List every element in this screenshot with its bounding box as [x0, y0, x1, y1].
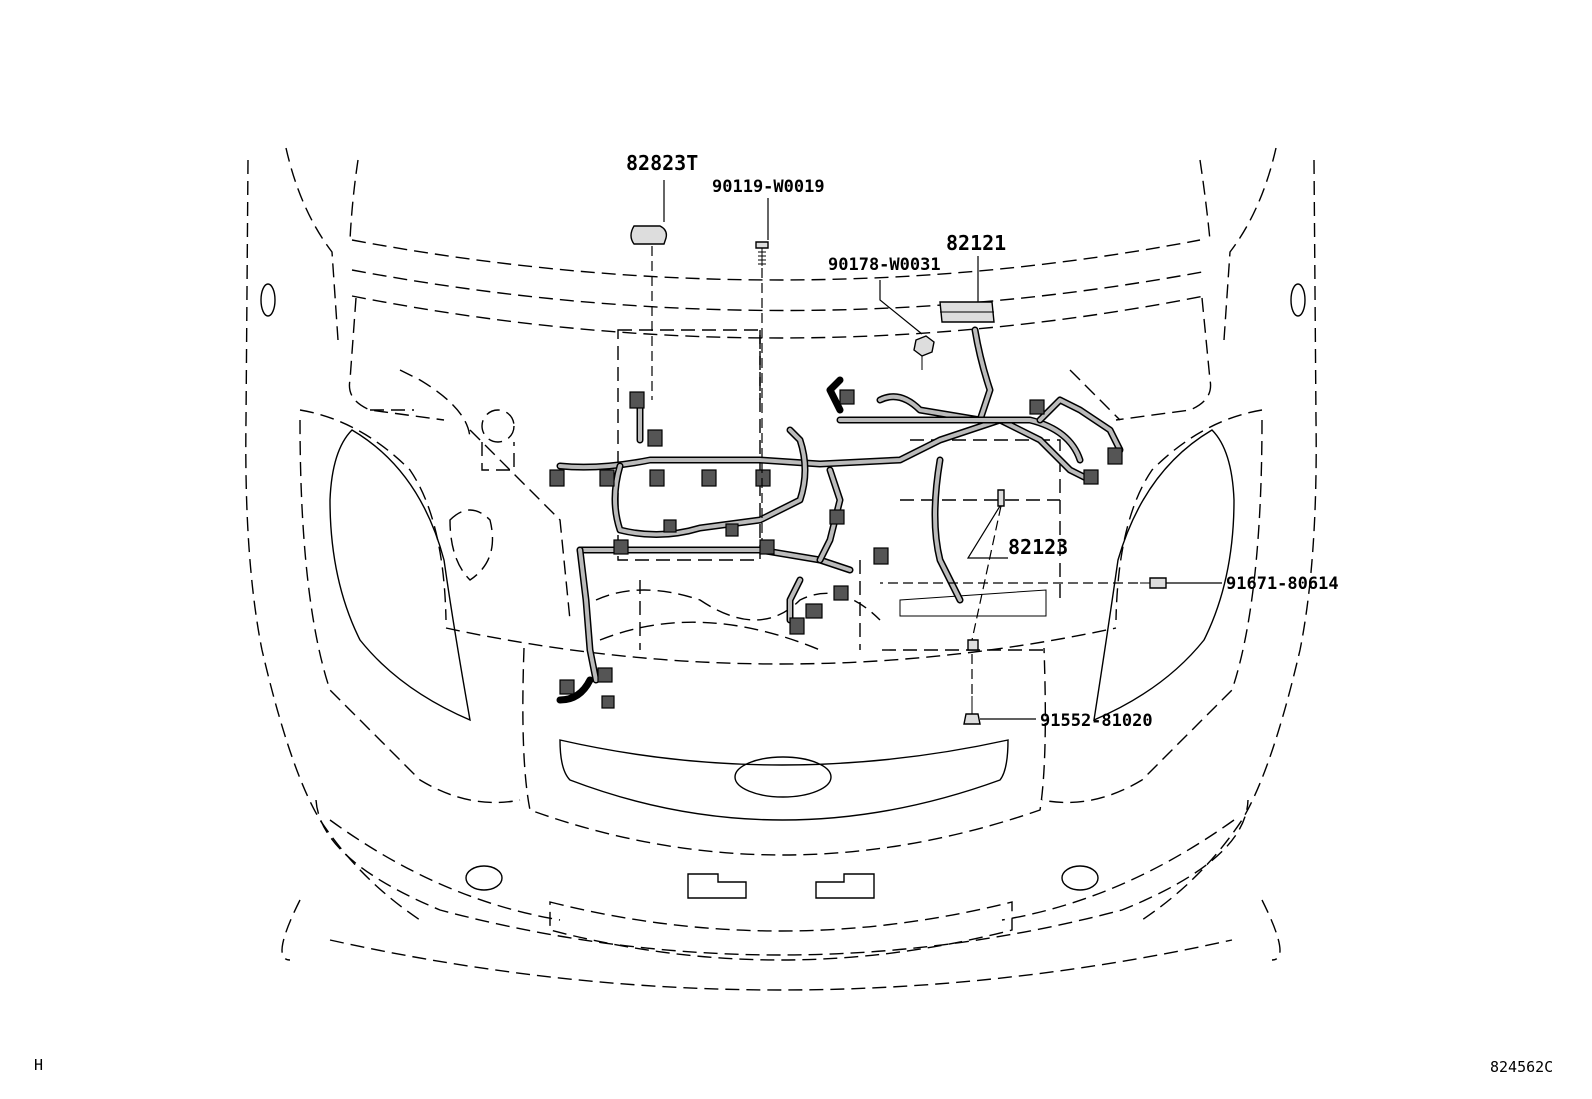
part-91552-bolt[interactable]: [963, 648, 981, 725]
part-90119-bolt[interactable]: [755, 241, 769, 540]
car-body-outline: [245, 147, 1317, 991]
corner-code-left: H: [34, 1056, 43, 1074]
part-ground-stud: [967, 639, 979, 651]
label-82123[interactable]: 82123: [1008, 535, 1068, 559]
label-90178-W0031[interactable]: 90178-W0031: [828, 255, 941, 275]
engine-bay: [370, 329, 1121, 651]
part-91671-bolt[interactable]: [880, 577, 1167, 589]
part-82121-relay-block[interactable]: [939, 301, 995, 323]
engine-wire-harness: [549, 326, 1124, 709]
label-82121[interactable]: 82121: [946, 231, 1006, 255]
label-91671-80614[interactable]: 91671-80614: [1226, 574, 1339, 594]
part-90178-nut[interactable]: [913, 335, 935, 370]
label-82823T[interactable]: 82823T: [626, 151, 698, 175]
part-82823T-protector[interactable]: [630, 225, 668, 400]
label-90119-W0019[interactable]: 90119-W0019: [712, 177, 825, 197]
label-91552-81020[interactable]: 91552-81020: [1040, 711, 1153, 731]
part-82123-ground-wire[interactable]: [971, 489, 1005, 641]
diagram-reference-code: 824562C: [1490, 1058, 1553, 1076]
leader-lines: [663, 180, 1222, 720]
part-labels: 82823T 90119-W0019 90178-W0031 82121 821…: [626, 151, 1339, 731]
